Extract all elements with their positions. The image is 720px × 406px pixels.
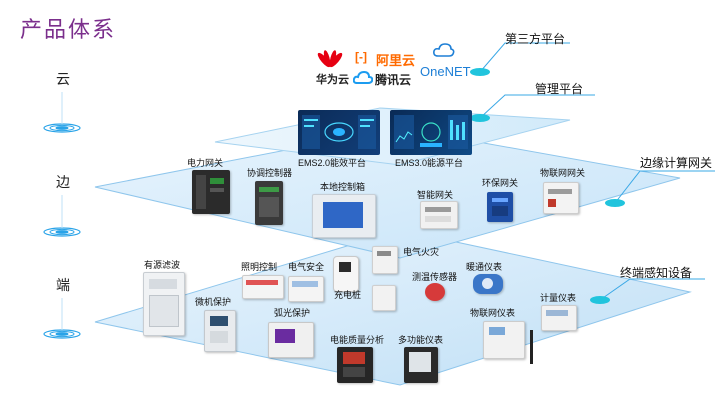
edge-ripple: [43, 227, 81, 237]
fire-detector-device: [372, 246, 398, 274]
cloud-ripple: [43, 123, 81, 133]
multi-meter-device: [404, 347, 438, 383]
huawei-cloud-label: 华为云: [316, 74, 349, 86]
huawei-logo: [315, 48, 345, 70]
page-title: 产品体系: [20, 17, 117, 42]
filter-label: 有源滤波: [144, 260, 181, 270]
tencent-cloud-label: 腾讯云: [375, 73, 412, 87]
callout-third-party: 第三方平台: [505, 32, 566, 46]
management-marker: [470, 114, 490, 122]
onenet-cloud-icon: [433, 42, 455, 58]
edge-gateway-marker: [605, 199, 625, 207]
temp-sensor-label: 测温传感器: [412, 272, 458, 282]
callout-terminal: 终端感知设备: [620, 266, 693, 280]
micro-protect-label: 微机保护: [195, 297, 232, 307]
iot-meter-label: 物联网仪表: [470, 308, 516, 318]
env-gateway-label: 环保网关: [482, 178, 519, 188]
callout-edge-gateway: 边缘计算网关: [640, 156, 713, 170]
iot-gateway-device: [543, 182, 579, 214]
onenet-label: OneNET: [420, 64, 471, 79]
tier-label-end: 端: [56, 277, 70, 293]
multi-meter-label: 多功能仪表: [398, 335, 444, 345]
callout-management: 管理平台: [535, 82, 584, 96]
pq-analysis-label: 电能质量分析: [330, 335, 385, 345]
coord-controller-label: 协调控制器: [247, 168, 293, 178]
metering-label: 计量仪表: [540, 293, 577, 303]
smart-gateway-device: [420, 201, 458, 229]
pq-analyzer-device: [337, 347, 373, 383]
ems3-label: EMS3.0能源平台: [395, 158, 464, 168]
lighting-label: 照明控制: [241, 262, 278, 272]
micro-protect-device: [204, 310, 236, 352]
arc-protect-label: 弧光保护: [274, 308, 311, 318]
callout-connectors: [479, 42, 715, 301]
power-gateway-label: 电力网关: [187, 158, 224, 168]
smart-gateway-label: 智能网关: [417, 190, 454, 200]
coord-controller-device: [255, 181, 283, 225]
power-gateway-device: [192, 170, 230, 214]
charger-label: 充电桩: [334, 290, 362, 300]
tencent-cloud-icon: [352, 70, 374, 86]
antenna-icon: [530, 330, 533, 364]
temp-sensor-device: [425, 283, 445, 301]
ems2-screen: [298, 110, 380, 155]
third-party-marker: [470, 68, 490, 76]
huawei-petal-icon: [317, 50, 343, 68]
charger-device: [333, 256, 359, 292]
ems3-screen: [390, 110, 472, 155]
lighting-control-device: [242, 275, 284, 299]
ems2-label: EMS2.0能效平台: [298, 158, 367, 168]
aliyun-mark: [-]: [355, 50, 367, 64]
metering-device: [541, 305, 577, 331]
hvac-meter-label: 暖通仪表: [466, 262, 503, 272]
aliyun-label: 阿里云: [376, 53, 416, 68]
filter-cabinet-device: [143, 272, 185, 336]
iot-gateway-label: 物联网网关: [540, 168, 586, 178]
tier-label-edge: 边: [56, 174, 70, 190]
elec-safety-label: 电气安全: [288, 262, 325, 272]
elec-safety-device: [288, 276, 324, 302]
breaker-device: [372, 285, 396, 311]
terminal-marker: [590, 296, 610, 304]
tier-label-cloud: 云: [56, 71, 70, 87]
arc-protect-device: [268, 322, 314, 358]
end-ripple: [43, 329, 81, 339]
hvac-meter-device: [473, 274, 503, 294]
local-panel-label: 本地控制箱: [320, 182, 366, 192]
fire-label: 电气火灾: [403, 247, 440, 257]
local-panel-device: [312, 194, 376, 238]
iot-meter-device: [483, 321, 525, 359]
env-gateway-device: [487, 192, 513, 222]
